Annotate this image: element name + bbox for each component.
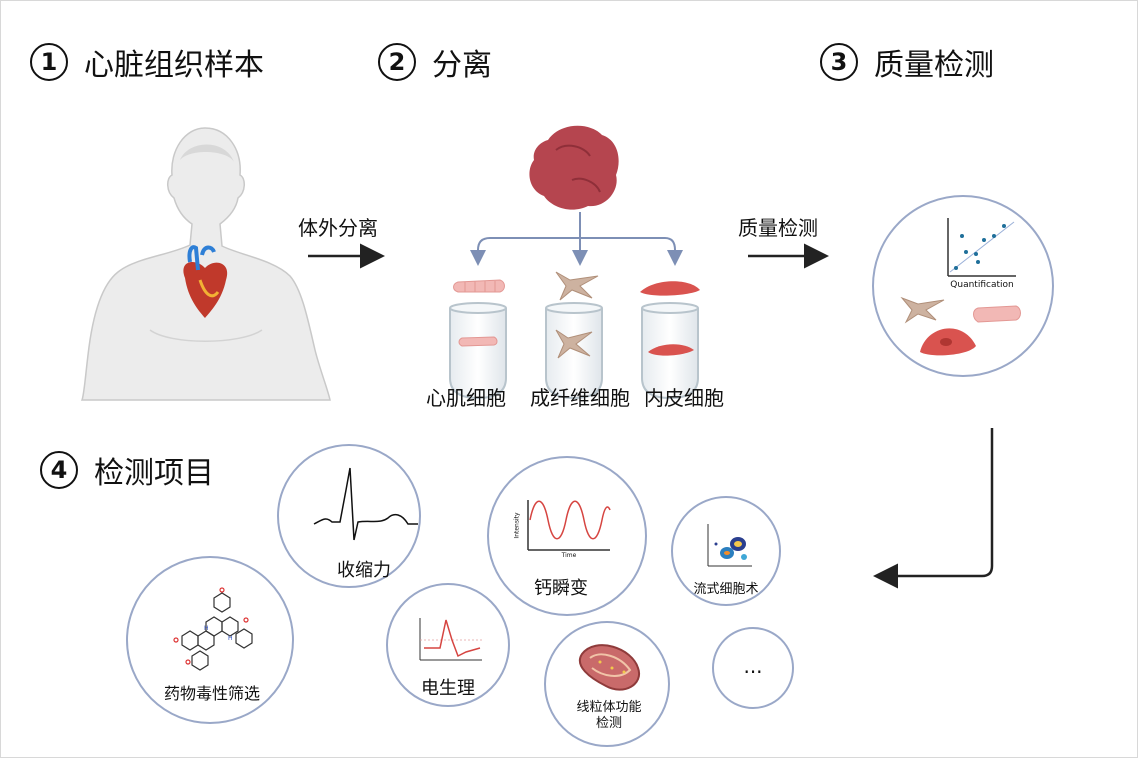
assay-circle-calcium xyxy=(487,456,647,616)
step-title: 分离 xyxy=(432,48,492,83)
step-number: 1 xyxy=(30,43,68,81)
heart-icon xyxy=(183,245,228,318)
isolation-label: 体外分离 xyxy=(298,216,378,240)
return-arrow xyxy=(873,428,994,589)
assay-label-drug: 药物毒性筛选 xyxy=(163,684,261,703)
assay-label-ephys: 电生理 xyxy=(421,678,475,699)
step-title: 质量检测 xyxy=(874,48,994,83)
step-number: 2 xyxy=(378,43,416,81)
human-torso-icon xyxy=(80,127,331,401)
calcium-xlabel: Time xyxy=(561,552,577,559)
assay-label-contractility: 收缩力 xyxy=(337,560,391,581)
mitochondria-icon xyxy=(579,644,641,691)
flow-cytometry-icon xyxy=(707,524,752,567)
cell-label-cardiomyocyte: 心肌细胞 xyxy=(426,386,506,410)
cardiomyocyte-icon xyxy=(453,279,505,293)
step-title: 心脏组织样本 xyxy=(84,48,264,83)
assay-circle-ephys xyxy=(386,583,510,707)
tissue-sample-icon xyxy=(529,125,619,210)
step-1-header: 1 心脏组织样本 xyxy=(30,40,264,84)
ecg-trace-icon xyxy=(313,467,418,541)
assay-label-flow: 流式细胞术 xyxy=(693,582,759,597)
calcium-ylabel: Intensity xyxy=(513,512,521,539)
svg-text:H: H xyxy=(204,625,209,632)
assay-label-mito: 线粒体功能 检测 xyxy=(576,700,641,732)
cell-label-fibroblast: 成纤维细胞 xyxy=(530,386,630,410)
cell-label-endothelial: 内皮细胞 xyxy=(644,386,724,410)
step-number: 3 xyxy=(820,43,858,81)
step-4-header: 4 检测项目 xyxy=(40,448,214,492)
qc-cells-icon xyxy=(900,296,1021,356)
step-3-header: 3 质量检测 xyxy=(820,40,994,84)
assay-label-mito-line2: 检测 xyxy=(595,716,623,731)
fibroblast-icon xyxy=(555,271,599,301)
quality-check-circle xyxy=(872,195,1054,377)
branch-arrows xyxy=(470,212,683,266)
tube-cardiomyocyte xyxy=(449,302,507,400)
tube-fibroblast xyxy=(545,302,603,400)
action-potential-icon xyxy=(419,618,482,661)
assay-circle-more xyxy=(712,627,794,709)
sine-wave-icon xyxy=(527,500,611,551)
assay-label-more: ... xyxy=(743,654,763,678)
step-number: 4 xyxy=(40,451,78,489)
endothelial-cell-icon xyxy=(640,281,700,296)
steroid-molecule-icon: H H xyxy=(173,587,253,671)
quality-label: 质量检测 xyxy=(738,216,818,240)
assay-label-mito-line1: 线粒体功能 xyxy=(576,700,642,715)
step-title: 检测项目 xyxy=(94,456,214,491)
assay-label-calcium: 钙瞬变 xyxy=(534,578,588,599)
svg-text:H: H xyxy=(228,635,233,642)
assay-circle-drug xyxy=(126,556,294,724)
quantification-chart-icon xyxy=(947,218,1016,277)
tube-endothelial xyxy=(641,302,699,400)
qc-chart-label: Quantification xyxy=(950,280,1014,290)
step-2-header: 2 分离 xyxy=(378,40,492,84)
assay-circle-contractility xyxy=(277,444,421,588)
